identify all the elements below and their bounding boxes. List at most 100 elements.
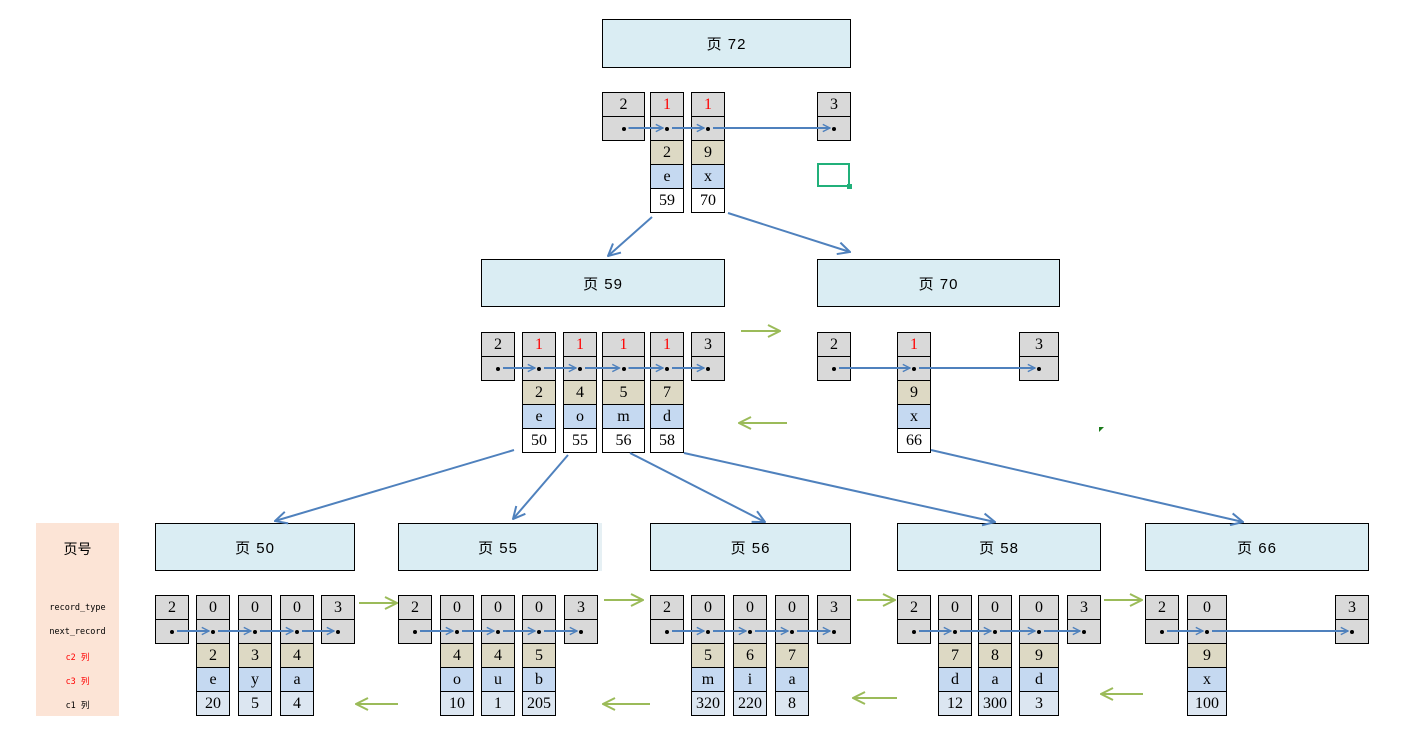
record-type-cell[interactable]: 0 [938,595,972,620]
c2-cell[interactable]: 4 [280,643,314,668]
c3-cell[interactable]: e [196,667,230,692]
child-page-no-cell[interactable]: 59 [650,188,684,213]
c3-cell[interactable]: e [650,164,684,189]
next-record-cell[interactable] [280,619,314,644]
c3-cell[interactable]: e [522,404,556,429]
next-record-cell[interactable] [522,356,556,381]
next-record-cell[interactable] [978,619,1012,644]
infimum-next-record[interactable] [650,619,684,644]
page-header-50[interactable]: 页 50 [155,523,355,571]
infimum-record-type[interactable]: 2 [155,595,189,620]
supremum-next-record[interactable] [1335,619,1369,644]
infimum-record-type[interactable]: 2 [1145,595,1179,620]
supremum-next-record[interactable] [691,356,725,381]
c3-cell[interactable]: b [522,667,556,692]
next-record-cell[interactable] [897,356,931,381]
page-header-72[interactable]: 页 72 [602,19,851,68]
c2-cell[interactable]: 9 [691,140,725,165]
page-header-70[interactable]: 页 70 [817,259,1060,307]
infimum-next-record[interactable] [817,356,851,381]
supremum-next-record[interactable] [817,116,851,141]
infimum-record-type[interactable]: 2 [602,92,645,117]
record-type-cell[interactable]: 0 [238,595,272,620]
record-type-cell[interactable]: 1 [691,92,725,117]
c3-cell[interactable]: x [897,404,931,429]
c1-cell[interactable]: 5 [238,691,272,716]
supremum-record-type[interactable]: 3 [1067,595,1101,620]
c3-cell[interactable]: u [481,667,515,692]
c2-cell[interactable]: 2 [650,140,684,165]
next-record-cell[interactable] [563,356,597,381]
record-type-cell[interactable]: 0 [1019,595,1059,620]
c2-cell[interactable]: 2 [522,380,556,405]
infimum-next-record[interactable] [155,619,189,644]
child-page-no-cell[interactable]: 55 [563,428,597,453]
c3-cell[interactable]: x [691,164,725,189]
infimum-next-record[interactable] [481,356,515,381]
c1-cell[interactable]: 20 [196,691,230,716]
c1-cell[interactable]: 8 [775,691,809,716]
c2-cell[interactable]: 7 [775,643,809,668]
c1-cell[interactable]: 12 [938,691,972,716]
supremum-next-record[interactable] [564,619,598,644]
c2-cell[interactable]: 9 [1019,643,1059,668]
infimum-record-type[interactable]: 2 [481,332,515,357]
next-record-cell[interactable] [775,619,809,644]
next-record-cell[interactable] [733,619,767,644]
page-header-58[interactable]: 页 58 [897,523,1101,571]
supremum-record-type[interactable]: 3 [321,595,355,620]
c1-cell[interactable]: 220 [733,691,767,716]
record-type-cell[interactable]: 0 [481,595,515,620]
c1-cell[interactable]: 1 [481,691,515,716]
c3-cell[interactable]: x [1187,667,1227,692]
selection-fill-handle[interactable] [847,184,852,189]
cell-selection-box[interactable] [817,163,850,187]
c2-cell[interactable]: 9 [1187,643,1227,668]
child-page-no-cell[interactable]: 66 [897,428,931,453]
supremum-record-type[interactable]: 3 [1019,332,1059,357]
infimum-next-record[interactable] [1145,619,1179,644]
record-type-cell[interactable]: 1 [522,332,556,357]
infimum-record-type[interactable]: 2 [897,595,931,620]
c2-cell[interactable]: 7 [938,643,972,668]
record-type-cell[interactable]: 0 [1187,595,1227,620]
child-page-no-cell[interactable]: 70 [691,188,725,213]
next-record-cell[interactable] [440,619,474,644]
page-header-59[interactable]: 页 59 [481,259,725,307]
child-page-no-cell[interactable]: 56 [602,428,645,453]
infimum-next-record[interactable] [897,619,931,644]
page-header-56[interactable]: 页 56 [650,523,851,571]
c3-cell[interactable]: d [650,404,684,429]
record-type-cell[interactable]: 1 [650,332,684,357]
record-type-cell[interactable]: 0 [691,595,725,620]
c2-cell[interactable]: 9 [897,380,931,405]
next-record-cell[interactable] [1187,619,1227,644]
supremum-next-record[interactable] [321,619,355,644]
c3-cell[interactable]: i [733,667,767,692]
c2-cell[interactable]: 5 [522,643,556,668]
record-type-cell[interactable]: 0 [978,595,1012,620]
supremum-record-type[interactable]: 3 [691,332,725,357]
record-type-cell[interactable]: 0 [733,595,767,620]
supremum-next-record[interactable] [1067,619,1101,644]
c1-cell[interactable]: 10 [440,691,474,716]
infimum-record-type[interactable]: 2 [398,595,432,620]
c3-cell[interactable]: a [775,667,809,692]
record-type-cell[interactable]: 0 [775,595,809,620]
c3-cell[interactable]: o [440,667,474,692]
supremum-next-record[interactable] [817,619,851,644]
c2-cell[interactable]: 4 [563,380,597,405]
record-type-cell[interactable]: 0 [440,595,474,620]
c3-cell[interactable]: o [563,404,597,429]
next-record-cell[interactable] [1019,619,1059,644]
c2-cell[interactable]: 6 [733,643,767,668]
next-record-cell[interactable] [650,116,684,141]
c2-cell[interactable]: 3 [238,643,272,668]
next-record-cell[interactable] [522,619,556,644]
child-page-no-cell[interactable]: 58 [650,428,684,453]
c2-cell[interactable]: 5 [602,380,645,405]
supremum-record-type[interactable]: 3 [817,92,851,117]
record-type-cell[interactable]: 0 [522,595,556,620]
infimum-next-record[interactable] [602,116,645,141]
c2-cell[interactable]: 2 [196,643,230,668]
